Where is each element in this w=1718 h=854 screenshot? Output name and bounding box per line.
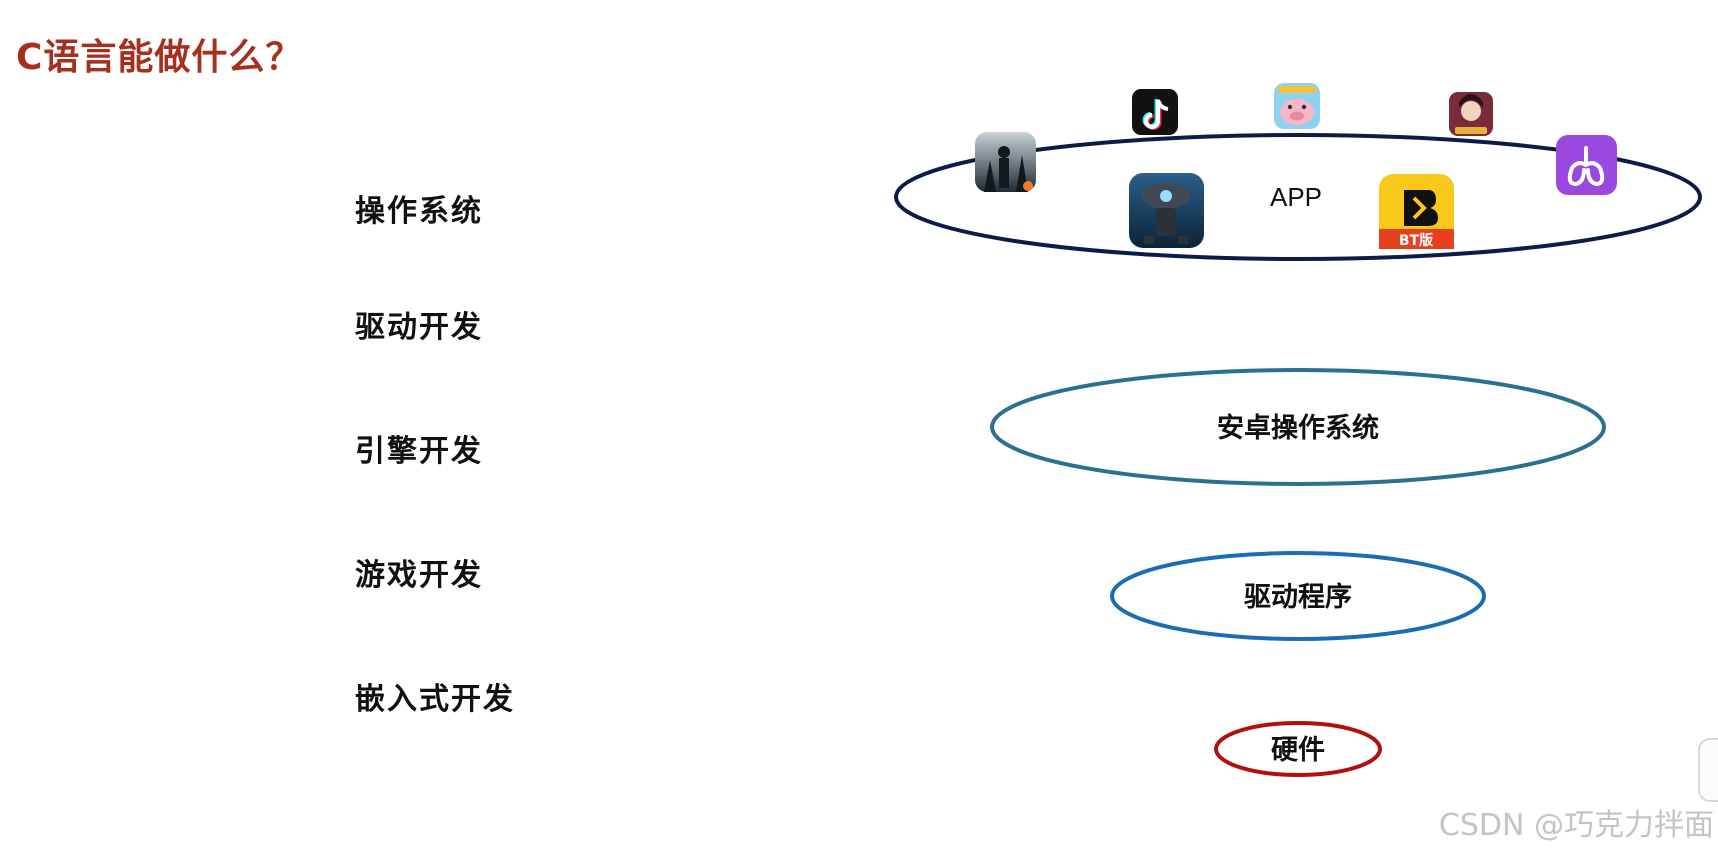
topic-driver: 驱动开发 — [355, 310, 483, 345]
hardware-layer-ellipse — [1214, 721, 1382, 777]
robot-game-icon — [1129, 173, 1204, 248]
dark-forest-game-icon — [975, 132, 1036, 192]
os-layer-label: 安卓操作系统 — [1217, 412, 1379, 444]
floating-side-widget[interactable] — [1698, 738, 1718, 802]
app-layer-ellipse — [894, 133, 1702, 261]
watermark: CSDN @巧克力拌面 — [1438, 808, 1714, 843]
tiktok-icon — [1132, 89, 1178, 135]
fantasy-girl-game-icon — [1449, 92, 1493, 136]
purple-lungs-app-icon — [1556, 135, 1617, 195]
driver-layer-label: 驱动程序 — [1244, 581, 1352, 613]
topic-engine: 引擎开发 — [355, 434, 483, 469]
topic-game: 游戏开发 — [355, 558, 483, 593]
topic-embedded: 嵌入式开发 — [355, 682, 515, 717]
os-layer-ellipse — [990, 368, 1606, 486]
pig-game-icon — [1274, 83, 1320, 129]
bt-badge-label: BT版 — [1399, 232, 1433, 249]
hardware-layer-label: 硬件 — [1271, 735, 1325, 766]
app-layer-label: APP — [1270, 182, 1322, 212]
bt-game-box-icon: BT版 — [1379, 174, 1454, 249]
topic-os: 操作系统 — [355, 194, 483, 229]
driver-layer-ellipse — [1110, 551, 1486, 641]
page-title: C语言能做什么？ — [16, 37, 303, 78]
